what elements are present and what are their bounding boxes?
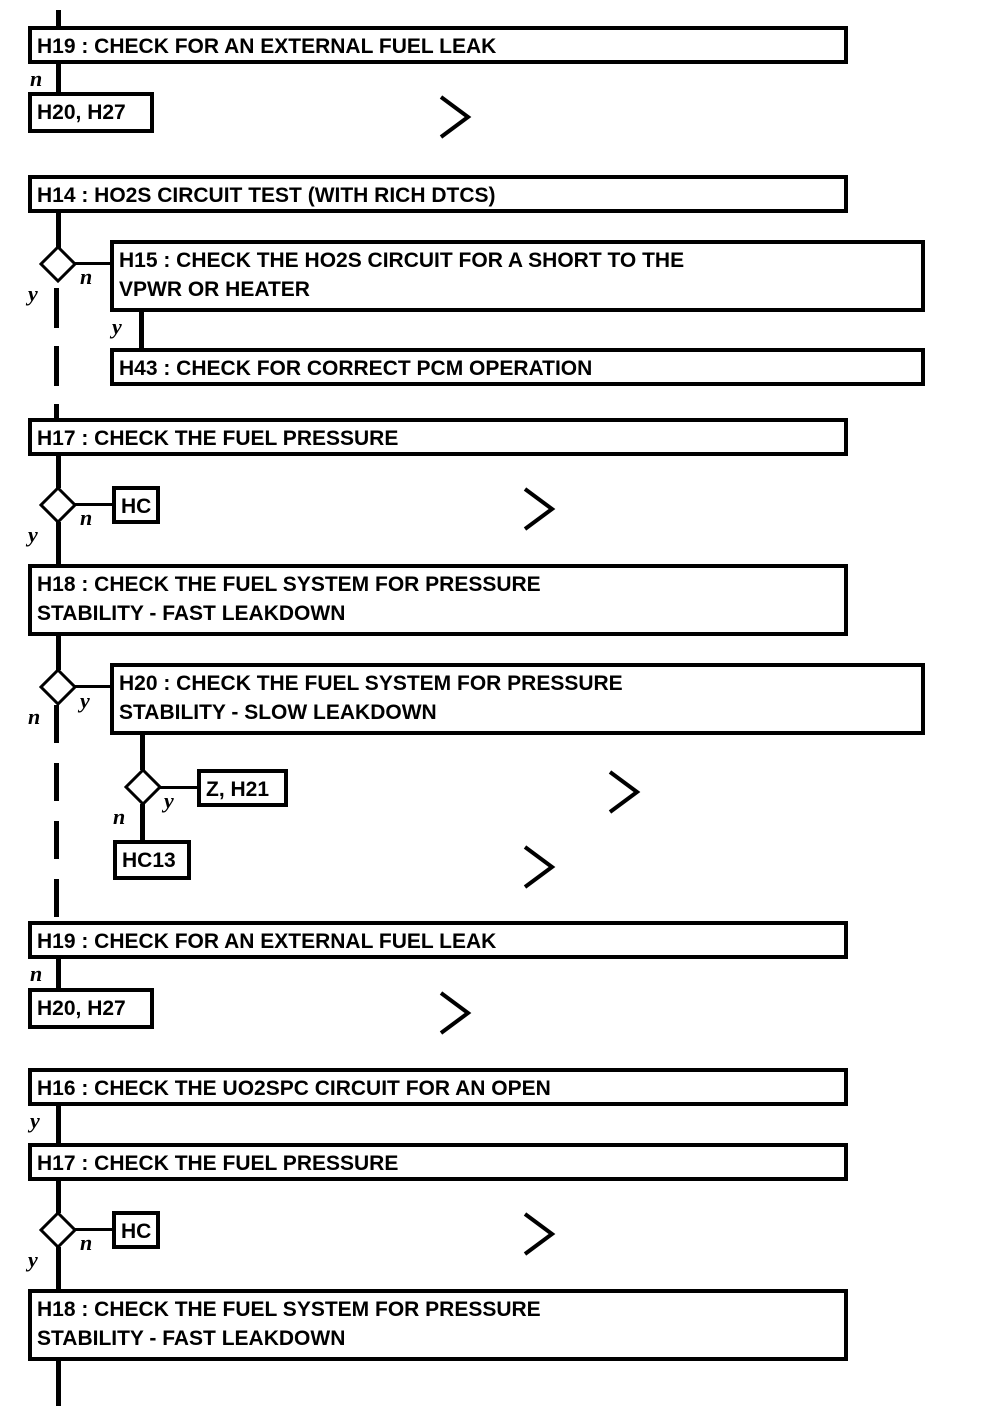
decision-diamond-h18-upper[interactable] (39, 668, 77, 706)
terminal-box-hc-upper[interactable]: HC (112, 486, 160, 524)
branch-label-n-h19-top: n (30, 66, 43, 91)
terminal-box-z-h21[interactable]: Z, H21 (197, 769, 288, 807)
process-box-h19-top[interactable]: H19 : CHECK FOR AN EXTERNAL FUEL LEAK (28, 26, 848, 64)
connector-h15-to-h43 (139, 311, 144, 351)
branch-label-y-h16: y (30, 1108, 40, 1133)
process-box-h15[interactable]: H15 : CHECK THE HO2S CIRCUIT FOR A SHORT… (110, 240, 925, 312)
continuation-chevron-1 (438, 93, 474, 141)
process-box-h14[interactable]: H14 : HO2S CIRCUIT TEST (WITH RICH DTCS) (28, 175, 848, 213)
terminal-box-h20-h27-lower[interactable]: H20, H27 (28, 988, 154, 1029)
continuation-chevron-5 (438, 989, 474, 1037)
process-box-h20-slow-leakdown[interactable]: H20 : CHECK THE FUEL SYSTEM FOR PRESSURE… (110, 663, 925, 735)
decision-diamond-h17-upper[interactable] (39, 486, 77, 524)
process-box-h43[interactable]: H43 : CHECK FOR CORRECT PCM OPERATION (110, 348, 925, 386)
continuation-chevron-6 (522, 1210, 558, 1258)
connector-h16-to-h17 (56, 1105, 61, 1145)
connector-decision2-y-to-h18 (56, 522, 61, 566)
continuation-chevron-3 (607, 768, 643, 816)
continuation-chevron-2 (522, 485, 558, 533)
continuation-chevron-4 (522, 843, 558, 891)
branch-label-n-h14: n (80, 264, 93, 289)
terminal-box-hc13[interactable]: HC13 (113, 840, 191, 880)
connector-h19-to-h20h27 (56, 63, 61, 95)
process-box-h19-lower[interactable]: H19 : CHECK FOR AN EXTERNAL FUEL LEAK (28, 921, 848, 959)
connector-into-h19-top (56, 10, 61, 30)
connector-decision3-to-h20 (73, 685, 115, 688)
decision-diamond-h20-slow[interactable] (124, 768, 162, 806)
connector-decision1-to-h15 (73, 262, 115, 265)
connector-h17-to-decision-2 (56, 455, 61, 488)
branch-label-y-h20-slow: y (164, 788, 174, 813)
connector-h18-to-decision-3 (56, 635, 61, 670)
branch-label-y-h17-lower: y (28, 1247, 38, 1272)
branch-label-n-h17-lower: n (80, 1230, 93, 1255)
connector-decision3-n-dashed (54, 705, 59, 921)
connector-decision5-y-to-h18 (56, 1247, 61, 1291)
connector-h17-lower-to-decision-5 (56, 1180, 61, 1213)
branch-label-y-h18-upper: y (80, 688, 90, 713)
process-box-h17-lower[interactable]: H17 : CHECK THE FUEL PRESSURE (28, 1143, 848, 1181)
connector-decision4-n-to-hc13 (140, 804, 145, 842)
connector-decision5-to-hc (73, 1228, 115, 1231)
decision-diamond-h14[interactable] (39, 245, 77, 283)
connector-decision1-y-dashed (54, 288, 59, 422)
connector-h18-lower-out (56, 1360, 61, 1406)
process-box-h18-upper[interactable]: H18 : CHECK THE FUEL SYSTEM FOR PRESSURE… (28, 564, 848, 636)
connector-decision2-to-hc (73, 503, 115, 506)
process-box-h18-lower[interactable]: H18 : CHECK THE FUEL SYSTEM FOR PRESSURE… (28, 1289, 848, 1361)
decision-diamond-h17-lower[interactable] (39, 1211, 77, 1249)
connector-decision4-to-z-h21 (158, 786, 202, 789)
branch-label-n-h20-slow: n (113, 804, 126, 829)
branch-label-n-h19-lower: n (30, 961, 43, 986)
branch-label-y-h17-upper: y (28, 522, 38, 547)
branch-label-y-h15: y (112, 314, 122, 339)
terminal-box-h20-h27-top[interactable]: H20, H27 (28, 92, 154, 133)
terminal-box-hc-lower[interactable]: HC (112, 1211, 160, 1249)
connector-h14-to-decision-1 (56, 212, 61, 248)
connector-h20-to-decision-4 (140, 734, 145, 770)
process-box-h17-upper[interactable]: H17 : CHECK THE FUEL PRESSURE (28, 418, 848, 456)
process-box-h16[interactable]: H16 : CHECK THE UO2SPC CIRCUIT FOR AN OP… (28, 1068, 848, 1106)
connector-h19-lower-to-h20h27 (56, 958, 61, 990)
branch-label-n-h18-upper: n (28, 704, 41, 729)
branch-label-y-h14: y (28, 281, 38, 306)
branch-label-n-h17-upper: n (80, 505, 93, 530)
